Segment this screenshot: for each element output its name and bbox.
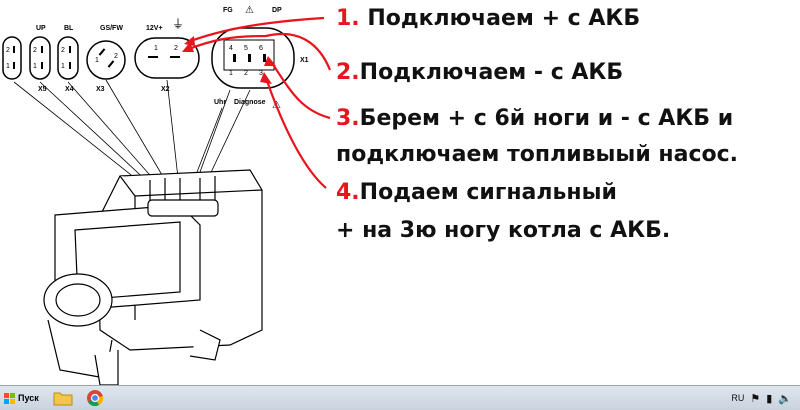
- svg-text:2: 2: [114, 53, 118, 60]
- flag-tray-icon[interactable]: ⚑: [750, 392, 761, 405]
- step-4: 4.Подаем сигнальный: [336, 180, 617, 205]
- network-icon[interactable]: ▮: [766, 392, 773, 405]
- x1-diagnose-label: Diagnose: [234, 99, 266, 106]
- x4-label: X4: [65, 86, 74, 93]
- step-4-line-2: + на 3ю ногу котла с АКБ.: [336, 218, 671, 243]
- start-label: Пуск: [18, 393, 39, 403]
- svg-text:4: 4: [229, 45, 233, 52]
- x1-fg-label: FG: [223, 7, 233, 14]
- svg-text:1: 1: [33, 63, 37, 70]
- step-1: 1. Подключаем + с АКБ: [336, 6, 641, 31]
- x5-pin1: 1: [6, 63, 10, 70]
- svg-text:1: 1: [61, 63, 65, 70]
- connector-x5: 2 1 X5: [2, 36, 47, 93]
- x1-label: X1: [300, 57, 309, 64]
- connector-x4: UP 2 1 X4: [29, 25, 74, 93]
- annotation-arrows: [185, 16, 332, 189]
- svg-text:2: 2: [174, 45, 178, 52]
- svg-text:1: 1: [229, 70, 233, 77]
- warning-icon: ⚠: [245, 5, 254, 16]
- svg-text:5: 5: [244, 45, 248, 52]
- x4-top-label: UP: [36, 25, 46, 32]
- wiring-diagram: 2 1 X5 UP 2 1 X4 BL 2 1 X3 GS/FW 1 2 12V…: [2, 5, 332, 386]
- svg-text:3: 3: [259, 70, 263, 77]
- svg-text:1: 1: [154, 45, 158, 52]
- svg-text:2: 2: [33, 47, 37, 54]
- x1-dp-label: DP: [272, 7, 282, 14]
- step-3: 3.Берем + с 6й ноги и - с АКБ и: [336, 106, 734, 131]
- x1-uhr-label: Uhr: [214, 99, 226, 106]
- start-button[interactable]: Пуск: [0, 387, 45, 409]
- x2-label: X2: [161, 86, 170, 93]
- ground-icon: ⏚: [172, 17, 184, 31]
- x5-pin2: 2: [6, 47, 10, 54]
- chrome-icon: [86, 390, 104, 407]
- step-3-line-2: подключаем топливыый насос.: [336, 142, 739, 167]
- svg-text:6: 6: [259, 45, 263, 52]
- svg-text:1: 1: [95, 57, 99, 64]
- gsfw-top-label: GS/FW: [100, 25, 123, 32]
- x5-label: X5: [38, 86, 47, 93]
- arrow-heads: [182, 36, 276, 84]
- connector-bl: BL 2 1 X3: [57, 25, 105, 93]
- language-indicator[interactable]: RU: [731, 393, 745, 403]
- taskbar: Пуск RU ⚑ ▮ 🔈: [0, 385, 800, 410]
- start-flag-icon: [4, 392, 15, 404]
- system-tray: RU ⚑ ▮ 🔈: [731, 392, 800, 405]
- connector-x1: FG ⚠ DP 4 5 6 1 2 3 X1 Uhr Diagnose ⚠: [211, 5, 309, 111]
- x2-top-label: 12V+: [146, 25, 163, 32]
- explorer-button[interactable]: [49, 387, 77, 409]
- x3-label: X3: [96, 86, 105, 93]
- step-2: 2.Подключаем - с АКБ: [336, 60, 624, 85]
- folder-icon: [53, 392, 73, 406]
- svg-text:2: 2: [61, 47, 65, 54]
- bl-top-label: BL: [64, 25, 74, 32]
- connector-x2: 12V+ ⏚ 1 2 X2: [134, 17, 200, 93]
- chrome-button[interactable]: [81, 387, 109, 409]
- svg-text:2: 2: [244, 70, 248, 77]
- heater-unit: [43, 169, 263, 386]
- connector-gsfw: GS/FW 1 2: [86, 25, 126, 80]
- speaker-icon[interactable]: 🔈: [778, 392, 792, 405]
